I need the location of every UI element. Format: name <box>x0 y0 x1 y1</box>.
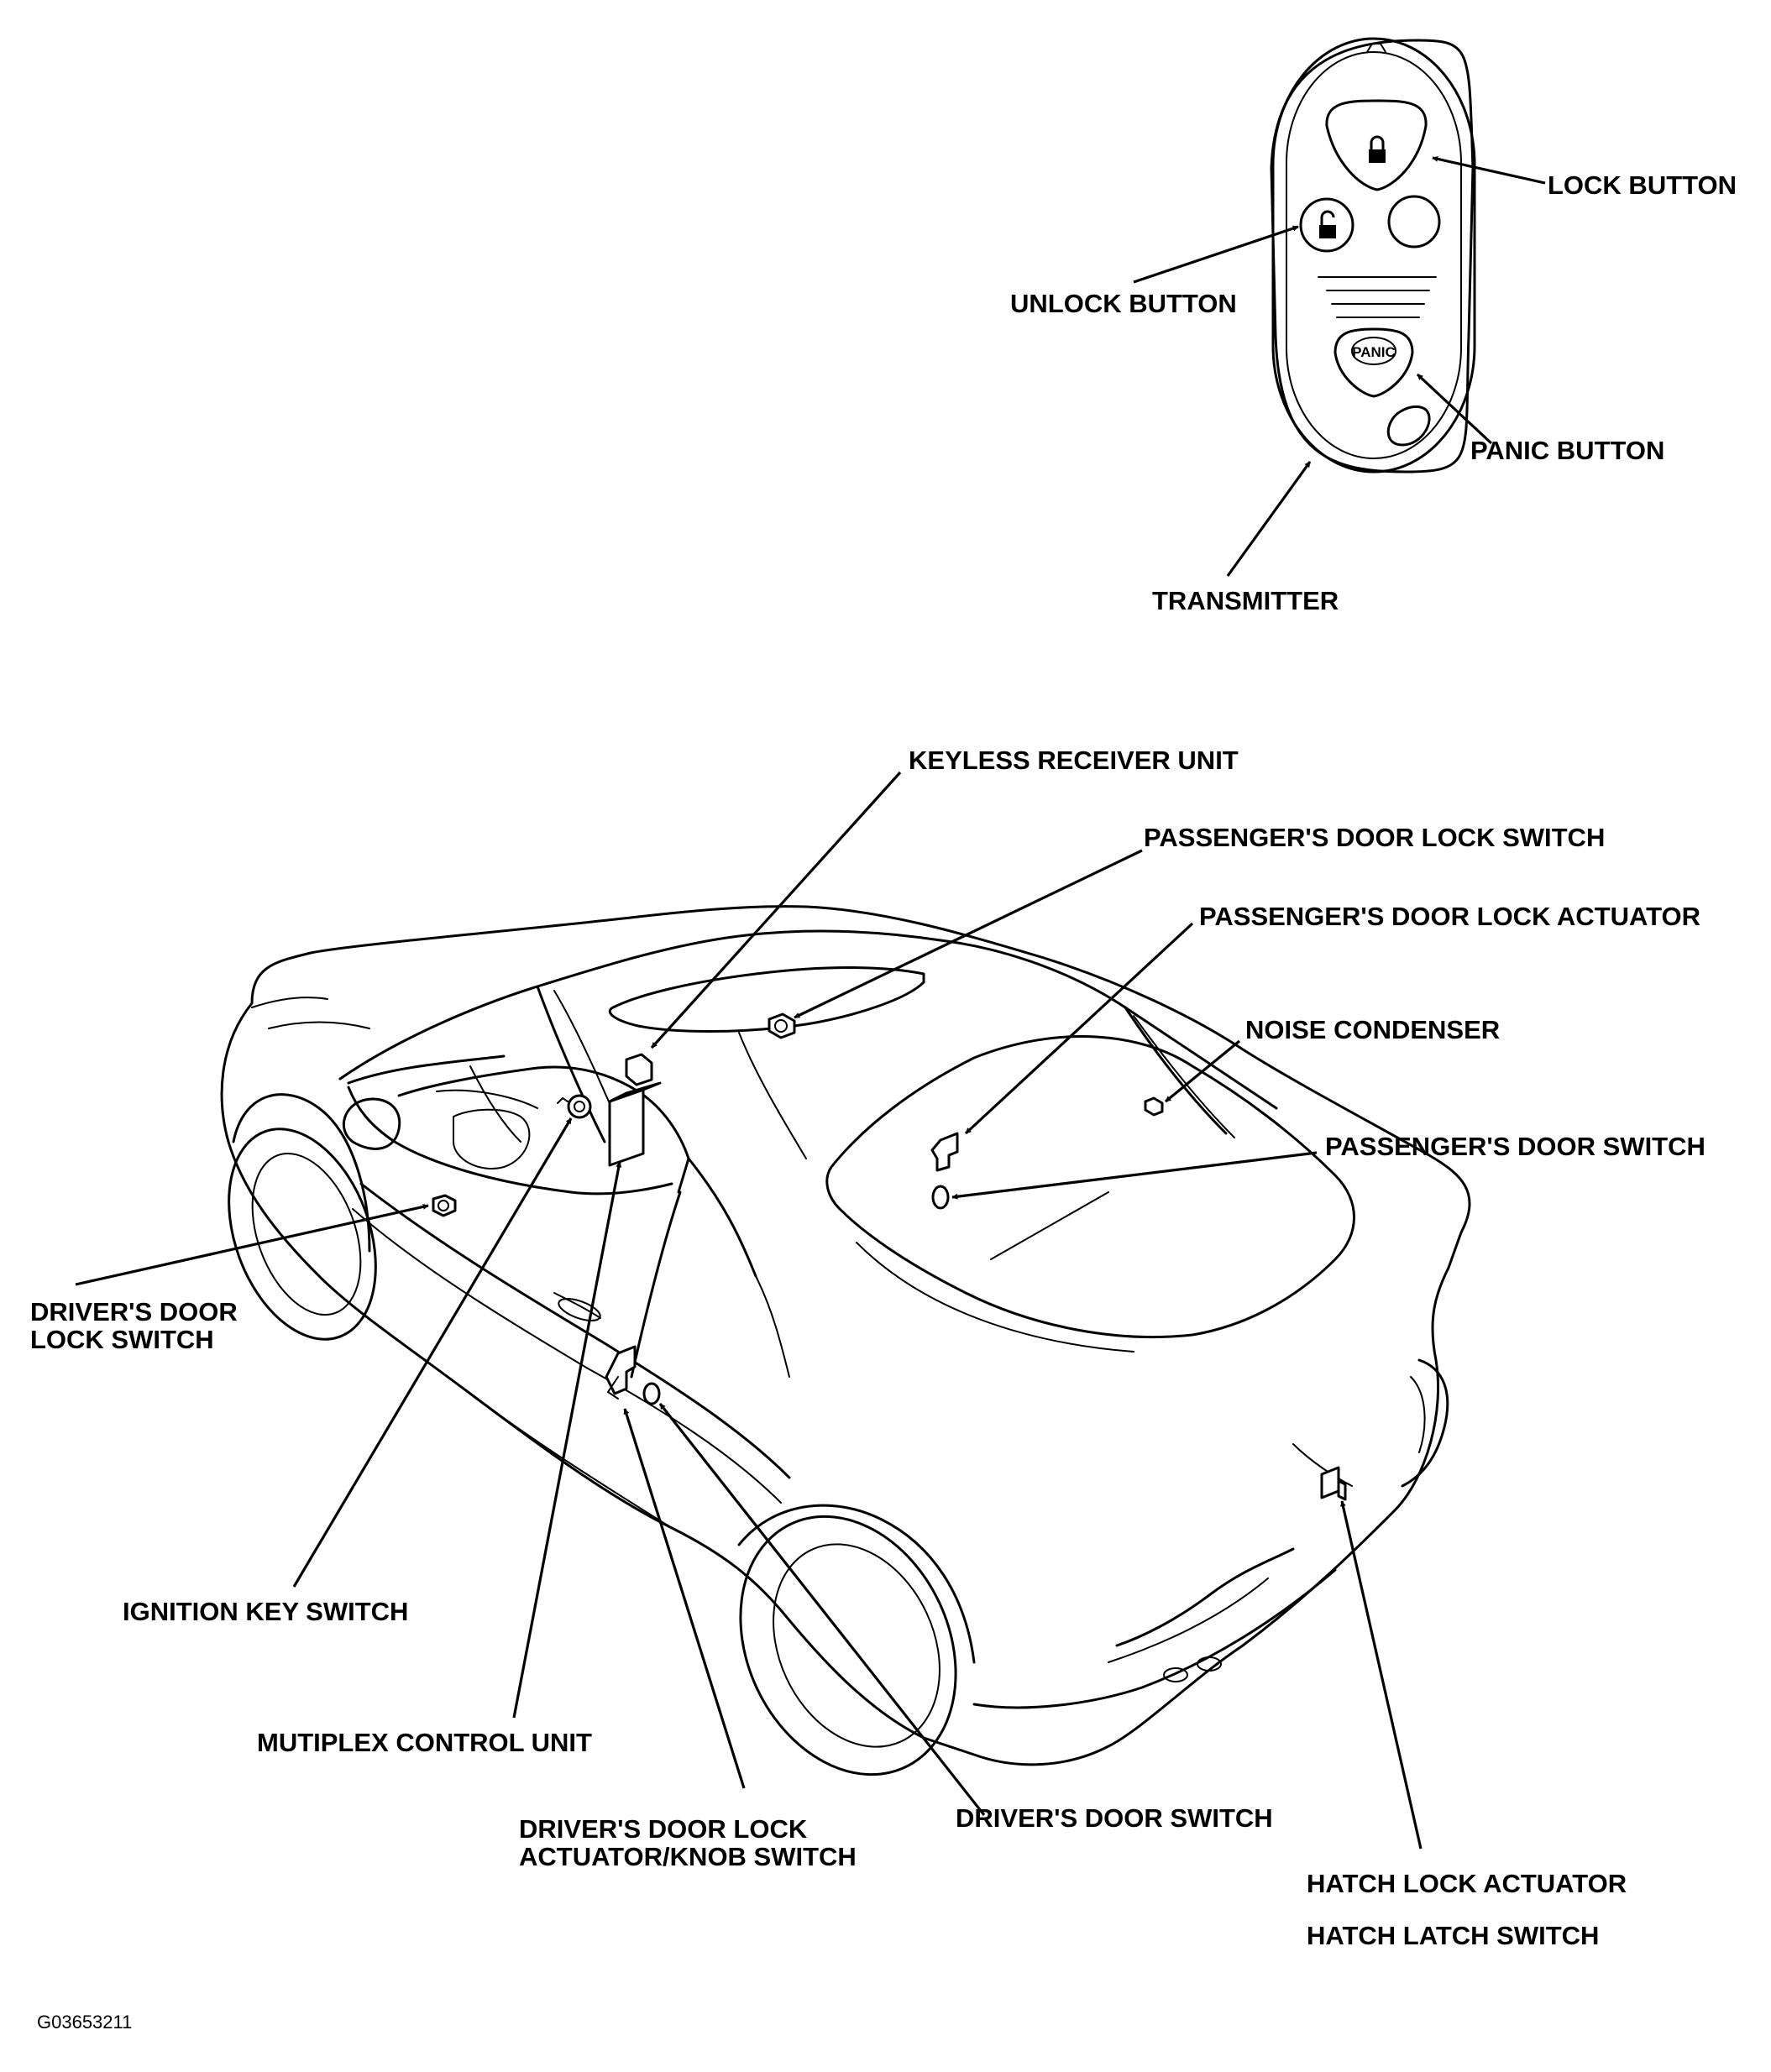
vehicle-leaders <box>75 771 1423 1850</box>
transmitter-inner-bezel <box>1286 51 1462 459</box>
unlock-button-graphic <box>1299 197 1354 253</box>
label-panic-button: PANIC BUTTON <box>1470 436 1664 465</box>
multiplex-control-unit-component <box>608 1088 645 1167</box>
vehicle-components <box>432 1012 1347 1501</box>
label-drivers-door-lock-actuator-line2: ACTUATOR/KNOB SWITCH <box>519 1842 857 1871</box>
label-drivers-door-lock-switch-line2: LOCK SWITCH <box>30 1325 214 1354</box>
keyless-receiver-component <box>625 1053 653 1086</box>
passengers-door-lock-actuator-component <box>930 1132 959 1172</box>
car-illustration <box>220 905 1471 1776</box>
label-transmitter: TRANSMITTER <box>1152 586 1339 615</box>
passenger-door-lock-switch-component <box>768 1012 796 1039</box>
transmitter-remote: PANIC <box>1270 37 1476 474</box>
transmitter-body <box>1271 37 1476 474</box>
blank-button-graphic <box>1387 195 1441 249</box>
passengers-door-switch-component <box>931 1185 950 1210</box>
label-drivers-door-switch: DRIVER'S DOOR SWITCH <box>956 1803 1273 1833</box>
drivers-door-lock-switch-component <box>432 1194 457 1217</box>
hatch-lock-actuator-component <box>1320 1466 1340 1499</box>
label-passengers-door-lock-actuator: PASSENGER'S DOOR LOCK ACTUATOR <box>1199 902 1700 931</box>
panic-button-graphic: PANIC <box>1333 327 1414 398</box>
ignition-key-switch-component <box>567 1094 592 1119</box>
figure-code: G03653211 <box>37 2012 132 2033</box>
transmitter-leaders <box>1133 155 1546 577</box>
drivers-door-switch-component <box>642 1382 661 1405</box>
label-hatch-lock-actuator: HATCH LOCK ACTUATOR <box>1307 1869 1627 1898</box>
label-multiplex-control-unit: MUTIPLEX CONTROL UNIT <box>257 1728 592 1757</box>
label-noise-condenser: NOISE CONDENSER <box>1245 1015 1500 1044</box>
label-lock-button: LOCK BUTTON <box>1548 170 1737 200</box>
speaker-grille <box>1318 276 1437 318</box>
label-drivers-door-lock-actuator-line1: DRIVER'S DOOR LOCK <box>519 1814 808 1844</box>
label-hatch-latch-switch: HATCH LATCH SWITCH <box>1307 1921 1599 1950</box>
label-passengers-door-lock-switch: PASSENGER'S DOOR LOCK SWITCH <box>1144 823 1605 852</box>
noise-condenser-component <box>1144 1096 1164 1117</box>
label-passengers-door-switch: PASSENGER'S DOOR SWITCH <box>1325 1132 1706 1161</box>
label-drivers-door-lock-switch-line1: DRIVER'S DOOR <box>30 1297 238 1326</box>
label-keyless-receiver-unit: KEYLESS RECEIVER UNIT <box>909 746 1239 775</box>
label-ignition-key-switch: IGNITION KEY SWITCH <box>123 1597 408 1626</box>
drivers-door-lock-actuator-component <box>605 1345 637 1395</box>
small-bottom-button <box>1386 405 1431 447</box>
panic-key-text: PANIC <box>1352 344 1396 360</box>
lock-button-graphic <box>1325 99 1428 191</box>
label-unlock-button: UNLOCK BUTTON <box>1010 289 1237 318</box>
